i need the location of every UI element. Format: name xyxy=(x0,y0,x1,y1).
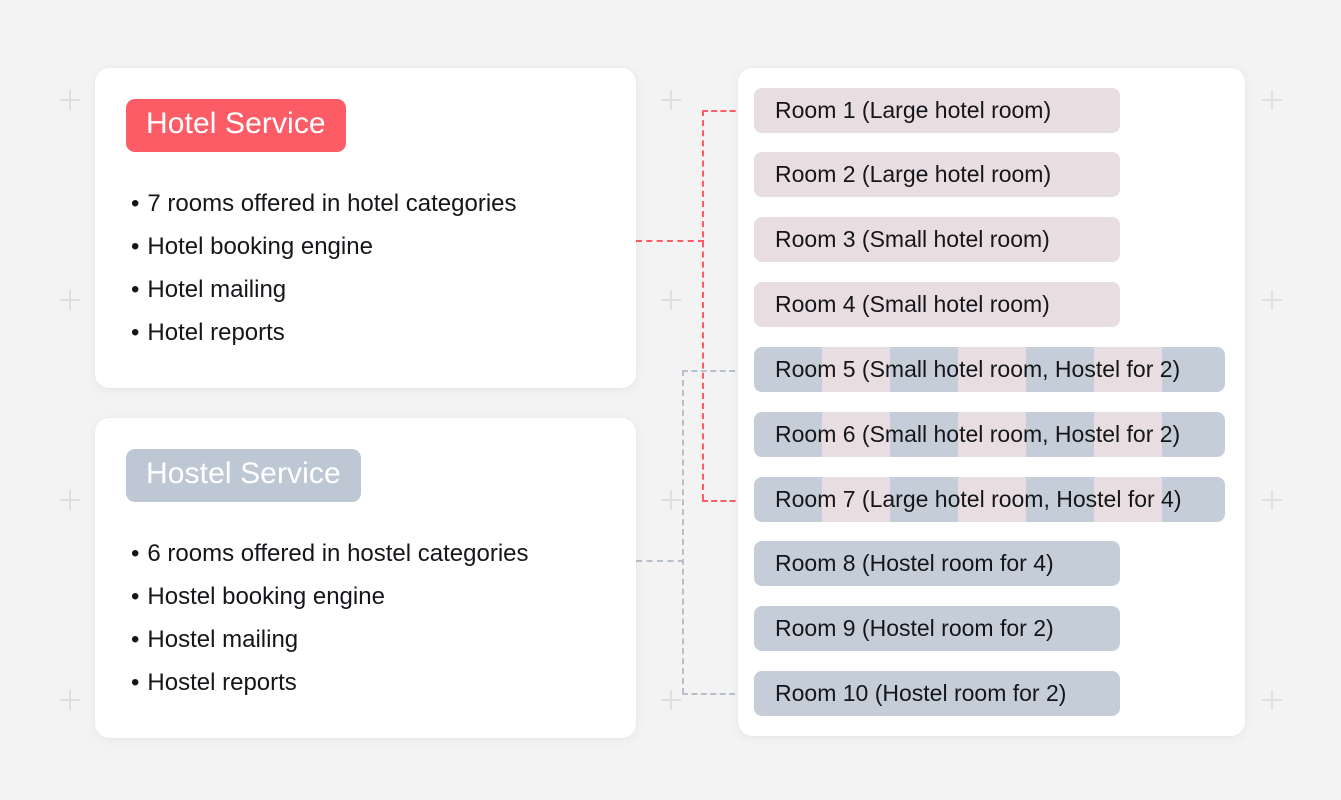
bullet-icon: • xyxy=(131,669,140,696)
room-label: Room 7 (Large hotel room, Hostel for 4) xyxy=(775,486,1182,512)
plus-icon xyxy=(1262,690,1282,710)
rooms-card: Room 1 (Large hotel room) Room 2 (Large … xyxy=(738,68,1245,736)
list-item: • 6 rooms offered in hostel categories xyxy=(131,542,529,566)
hostel-connector-trunk xyxy=(682,370,684,694)
list-item: • Hotel booking engine xyxy=(131,235,517,259)
hotel-connector-h-source xyxy=(636,240,704,242)
bullet-icon: • xyxy=(131,276,140,303)
room-row-1[interactable]: Room 1 (Large hotel room) xyxy=(754,88,1120,133)
list-item-label: Hostel mailing xyxy=(147,626,299,653)
bullet-icon: • xyxy=(131,319,140,346)
bullet-icon: • xyxy=(131,540,140,567)
hostel-service-feature-list: • 6 rooms offered in hostel categories • H… xyxy=(131,542,529,714)
list-item-label: Hotel reports xyxy=(147,319,285,346)
hostel-service-badge: Hostel Service xyxy=(126,449,361,502)
hotel-service-badge: Hotel Service xyxy=(126,99,346,152)
room-row-2[interactable]: Room 2 (Large hotel room) xyxy=(754,152,1120,197)
room-label: Room 3 (Small hotel room) xyxy=(775,226,1050,252)
list-item-label: Hostel reports xyxy=(147,669,297,696)
list-item: • Hotel reports xyxy=(131,321,517,345)
hotel-connector-trunk xyxy=(702,110,704,500)
room-row-3[interactable]: Room 3 (Small hotel room) xyxy=(754,217,1120,262)
list-item: • Hotel mailing xyxy=(131,278,517,302)
list-item-label: Hostel booking engine xyxy=(147,583,385,610)
plus-icon xyxy=(661,490,681,510)
plus-icon xyxy=(60,690,80,710)
room-label: Room 4 (Small hotel room) xyxy=(775,291,1050,317)
room-label: Room 2 (Large hotel room) xyxy=(775,161,1052,187)
room-row-4[interactable]: Room 4 (Small hotel room) xyxy=(754,282,1120,327)
list-item: • Hostel mailing xyxy=(131,628,529,652)
room-label: Room 1 (Large hotel room) xyxy=(775,97,1052,123)
list-item-label: 6 rooms offered in hostel categories xyxy=(147,540,529,567)
room-label: Room 5 (Small hotel room, Hostel for 2) xyxy=(775,356,1181,382)
plus-icon xyxy=(661,690,681,710)
list-item: • Hostel booking engine xyxy=(131,585,529,609)
plus-icon xyxy=(60,90,80,110)
room-row-6[interactable]: Room 6 (Small hotel room, Hostel for 2) xyxy=(754,412,1225,457)
plus-icon xyxy=(60,290,80,310)
room-row-8[interactable]: Room 8 (Hostel room for 4) xyxy=(754,541,1120,586)
list-item: • 7 rooms offered in hotel categories xyxy=(131,192,517,216)
hotel-service-feature-list: • 7 rooms offered in hotel categories • Ho… xyxy=(131,192,517,364)
plus-icon xyxy=(1262,90,1282,110)
bullet-icon: • xyxy=(131,626,140,653)
room-label: Room 8 (Hostel room for 4) xyxy=(775,550,1054,576)
list-item-label: Hotel mailing xyxy=(147,276,287,303)
hostel-connector-h-source xyxy=(636,560,684,562)
room-label: Room 10 (Hostel room for 2) xyxy=(775,680,1067,706)
plus-icon xyxy=(1262,490,1282,510)
list-item: • Hostel reports xyxy=(131,671,529,695)
room-label: Room 9 (Hostel room for 2) xyxy=(775,615,1054,641)
bullet-icon: • xyxy=(131,583,140,610)
bullet-icon: • xyxy=(131,190,140,217)
plus-icon xyxy=(60,490,80,510)
plus-icon xyxy=(1262,290,1282,310)
bullet-icon: • xyxy=(131,233,140,260)
room-row-9[interactable]: Room 9 (Hostel room for 2) xyxy=(754,606,1120,651)
hotel-service-card: Hotel Service • 7 rooms offered in hotel … xyxy=(95,68,636,388)
room-row-7[interactable]: Room 7 (Large hotel room, Hostel for 4) xyxy=(754,477,1225,522)
plus-icon xyxy=(661,90,681,110)
list-item-label: Hotel booking engine xyxy=(147,233,373,260)
plus-icon xyxy=(661,290,681,310)
room-label: Room 6 (Small hotel room, Hostel for 2) xyxy=(775,421,1181,447)
hostel-service-card: Hostel Service • 6 rooms offered in hoste… xyxy=(95,418,636,738)
list-item-label: 7 rooms offered in hotel categories xyxy=(147,190,517,217)
room-row-5[interactable]: Room 5 (Small hotel room, Hostel for 2) xyxy=(754,347,1225,392)
room-row-10[interactable]: Room 10 (Hostel room for 2) xyxy=(754,671,1120,716)
